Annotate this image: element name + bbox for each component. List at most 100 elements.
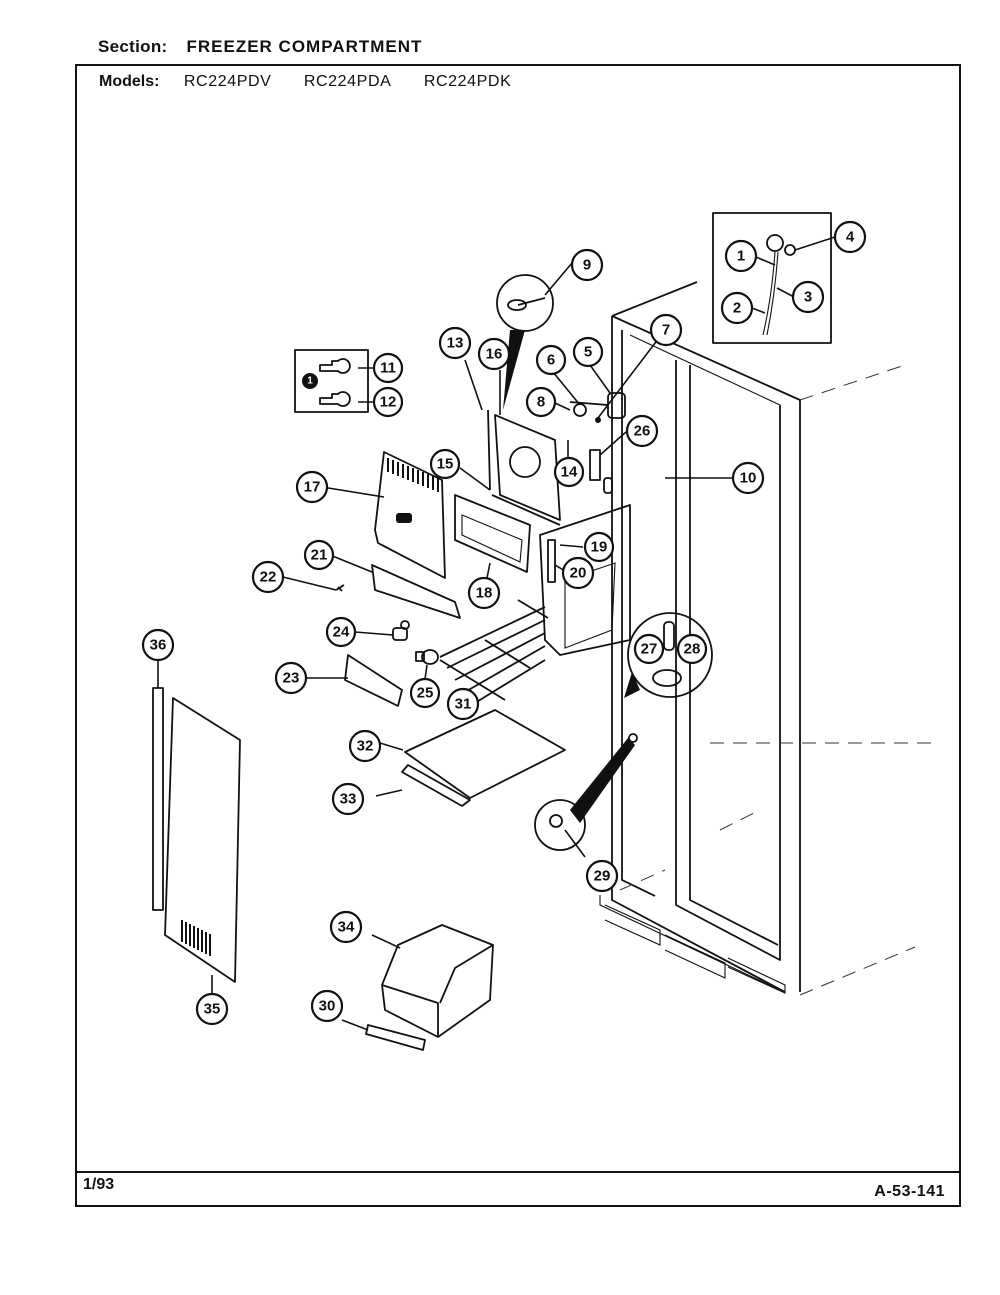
callout-28: 28: [676, 633, 708, 665]
svg-text:25: 25: [417, 685, 434, 702]
callout-31: 31: [446, 687, 480, 721]
callout-32: 32: [348, 729, 382, 763]
callout-5: 5: [572, 336, 604, 368]
wire-shelf: [439, 599, 549, 704]
air-duct: [454, 494, 531, 573]
callout-21: 21: [303, 539, 335, 571]
callout-1: 1: [724, 239, 758, 273]
callout-11: 11: [372, 352, 404, 384]
models-line: Models: RC224PDV RC224PDA RC224PDK: [99, 73, 539, 91]
door-panel: [164, 697, 241, 983]
svg-text:5: 5: [584, 344, 592, 361]
door-trim: [152, 687, 164, 911]
callout-34: 34: [329, 910, 363, 944]
callout-2: 2: [720, 291, 754, 325]
svg-text:33: 33: [340, 791, 357, 808]
callout-12: 12: [372, 386, 404, 418]
section-label: Section:: [98, 37, 168, 56]
inset-marker: 1: [307, 376, 313, 387]
callout-26: 26: [625, 414, 659, 448]
svg-text:7: 7: [662, 322, 670, 339]
callout-8: 8: [525, 386, 557, 418]
inset-keys: 1: [294, 349, 369, 413]
svg-text:19: 19: [591, 539, 608, 556]
svg-text:21: 21: [311, 547, 328, 564]
light-shield: [344, 654, 403, 707]
callout-22: 22: [251, 560, 285, 594]
svg-text:31: 31: [455, 696, 472, 713]
svg-text:13: 13: [447, 335, 464, 352]
svg-text:12: 12: [380, 394, 397, 411]
callout-14: 14: [553, 456, 585, 488]
bin-label: [365, 1024, 426, 1051]
svg-text:32: 32: [357, 738, 374, 755]
section-value: FREEZER COMPARTMENT: [186, 37, 423, 56]
svg-text:34: 34: [338, 919, 355, 936]
svg-text:11: 11: [380, 360, 396, 377]
back-panel: [539, 504, 631, 656]
svg-text:26: 26: [634, 423, 651, 440]
svg-text:15: 15: [437, 456, 454, 473]
callout-9: 9: [570, 248, 604, 282]
callout-35: 35: [195, 992, 229, 1026]
model-number: RC224PDA: [303, 73, 392, 90]
bracket: [371, 564, 461, 619]
fan-bracket: [487, 409, 561, 526]
callout-6: 6: [535, 344, 567, 376]
svg-text:16: 16: [486, 346, 503, 363]
callout-30: 30: [310, 989, 344, 1023]
callout-4: 4: [833, 220, 867, 254]
ice-bin: [381, 924, 494, 1038]
light-bulb: [415, 649, 439, 665]
callout-17: 17: [295, 470, 329, 504]
svg-text:10: 10: [740, 470, 757, 487]
svg-text:3: 3: [804, 289, 812, 306]
svg-text:30: 30: [319, 998, 336, 1015]
svg-text:18: 18: [476, 585, 493, 602]
callout-24: 24: [325, 616, 357, 648]
shelf-trim: [401, 764, 471, 807]
model-number: RC224PDV: [183, 73, 272, 90]
callout-3: 3: [791, 280, 825, 314]
footer-divider: [77, 1171, 959, 1173]
svg-text:2: 2: [733, 300, 741, 317]
inset-water-line: [712, 212, 832, 344]
callout-36: 36: [141, 628, 175, 662]
callout-33: 33: [331, 782, 365, 816]
leader-lines: [157, 236, 836, 1031]
callout-15: 15: [429, 448, 461, 480]
footer-date: 1/93: [83, 1176, 115, 1193]
glass-shelf: [404, 709, 566, 799]
callout-29: 29: [585, 859, 619, 893]
callout-19: 19: [583, 531, 615, 563]
svg-text:14: 14: [561, 464, 578, 481]
svg-text:6: 6: [547, 352, 555, 369]
callout-13: 13: [438, 326, 472, 360]
diagram-frame: Models: RC224PDV RC224PDA RC224PDK 1/93 …: [75, 64, 961, 1207]
screw: [335, 584, 345, 592]
svg-text:24: 24: [333, 624, 350, 641]
callout-27: 27: [633, 633, 665, 665]
callout-7: 7: [649, 313, 683, 347]
svg-text:20: 20: [570, 565, 587, 582]
svg-text:8: 8: [537, 394, 545, 411]
callout-10: 10: [731, 461, 765, 495]
light-detail: [624, 612, 713, 698]
evaporator-cover: [374, 451, 446, 579]
svg-text:28: 28: [684, 641, 701, 658]
footer-page-code: A-53-141: [874, 1183, 945, 1200]
light-socket: [392, 620, 410, 641]
svg-text:36: 36: [150, 637, 167, 654]
models-label: Models:: [99, 73, 160, 90]
section-heading: Section: FREEZER COMPARTMENT: [98, 37, 422, 57]
cabinet-body: [599, 281, 940, 996]
callout-23: 23: [274, 661, 308, 695]
callout-16: 16: [477, 337, 511, 371]
svg-text:1: 1: [737, 248, 745, 265]
model-number: RC224PDK: [423, 73, 512, 90]
callout-20: 20: [561, 556, 595, 590]
svg-text:22: 22: [260, 569, 277, 586]
svg-text:29: 29: [594, 868, 611, 885]
callout-25: 25: [409, 677, 441, 709]
